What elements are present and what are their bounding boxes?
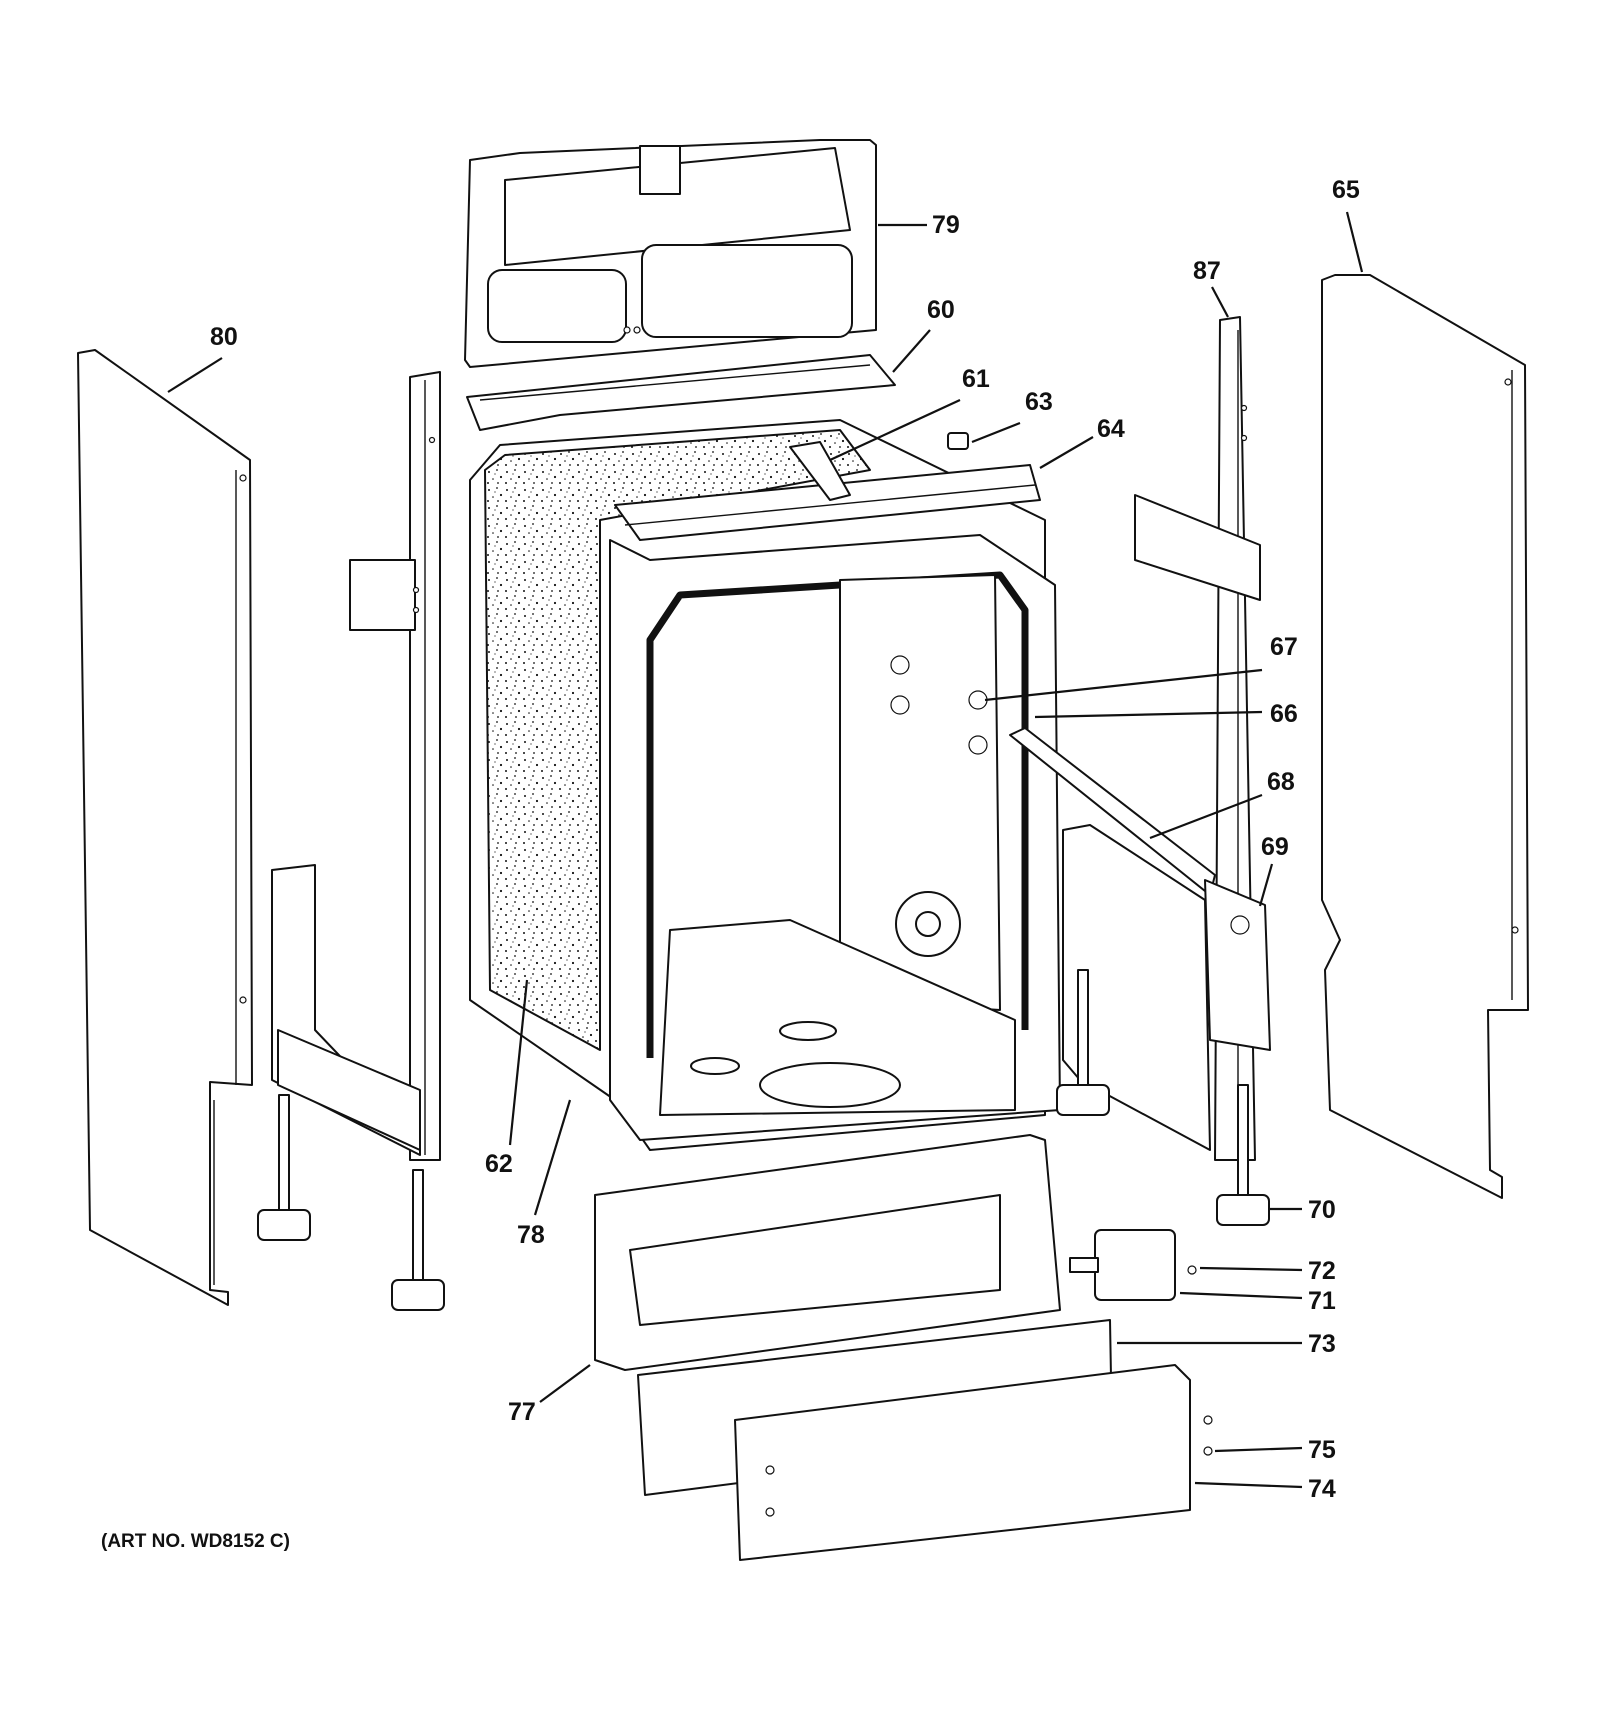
callout-87: 87 — [1193, 257, 1221, 285]
callout-66: 66 — [1270, 700, 1298, 728]
callout-71: 71 — [1308, 1287, 1336, 1315]
left-hinge-plate — [271, 864, 421, 1156]
callout-64: 64 — [1097, 415, 1125, 443]
callout-77: 77 — [508, 1398, 536, 1426]
callout-69: 69 — [1261, 833, 1289, 861]
callout-63: 63 — [1025, 388, 1053, 416]
callout-60: 60 — [927, 296, 955, 324]
part-77-kick-bracket — [594, 1134, 1061, 1371]
part-64-top-rail — [614, 464, 1041, 541]
tub-body — [469, 419, 1061, 1151]
part-61-bracket — [789, 441, 851, 501]
part-62-insulation-blanket — [484, 429, 871, 1051]
callout-78: 78 — [517, 1221, 545, 1249]
leveling-leg-front-left — [257, 1094, 311, 1241]
callout-74: 74 — [1308, 1475, 1336, 1503]
part-71-junction-box — [1069, 1229, 1176, 1301]
callout-62: 62 — [485, 1150, 513, 1178]
part-79-top-panel — [464, 139, 877, 368]
part-69-hinge — [1204, 879, 1271, 1051]
leveling-leg-rear-left — [391, 1169, 445, 1311]
callout-61: 61 — [962, 365, 990, 393]
callout-80: 80 — [210, 323, 238, 351]
part-60-strip — [466, 354, 896, 431]
left-vertical-rail — [349, 371, 441, 1161]
callout-67: 67 — [1270, 633, 1298, 661]
callout-65: 65 — [1332, 176, 1360, 204]
callout-72: 72 — [1308, 1257, 1336, 1285]
part-70-leveling-leg — [1216, 1084, 1270, 1226]
callout-75: 75 — [1308, 1436, 1336, 1464]
part-80-left-side-panel — [77, 349, 253, 1306]
callout-73: 73 — [1308, 1330, 1336, 1358]
leveling-leg-rear-right — [1056, 969, 1110, 1116]
callout-70: 70 — [1308, 1196, 1336, 1224]
leader-lines — [167, 211, 1364, 1489]
part-68-door-arm — [1009, 727, 1216, 896]
part-74-toe-panel — [734, 1364, 1191, 1561]
art-number: (ART NO. WD8152 C) — [101, 1531, 290, 1552]
right-hinge-plate — [1062, 824, 1211, 1151]
part-72-screw — [1187, 1265, 1197, 1275]
callout-68: 68 — [1267, 768, 1295, 796]
callout-79: 79 — [932, 211, 960, 239]
part-75-screws — [765, 1415, 1213, 1517]
part-63-clip — [947, 432, 969, 450]
part-65-right-side-panel — [1321, 274, 1529, 1199]
